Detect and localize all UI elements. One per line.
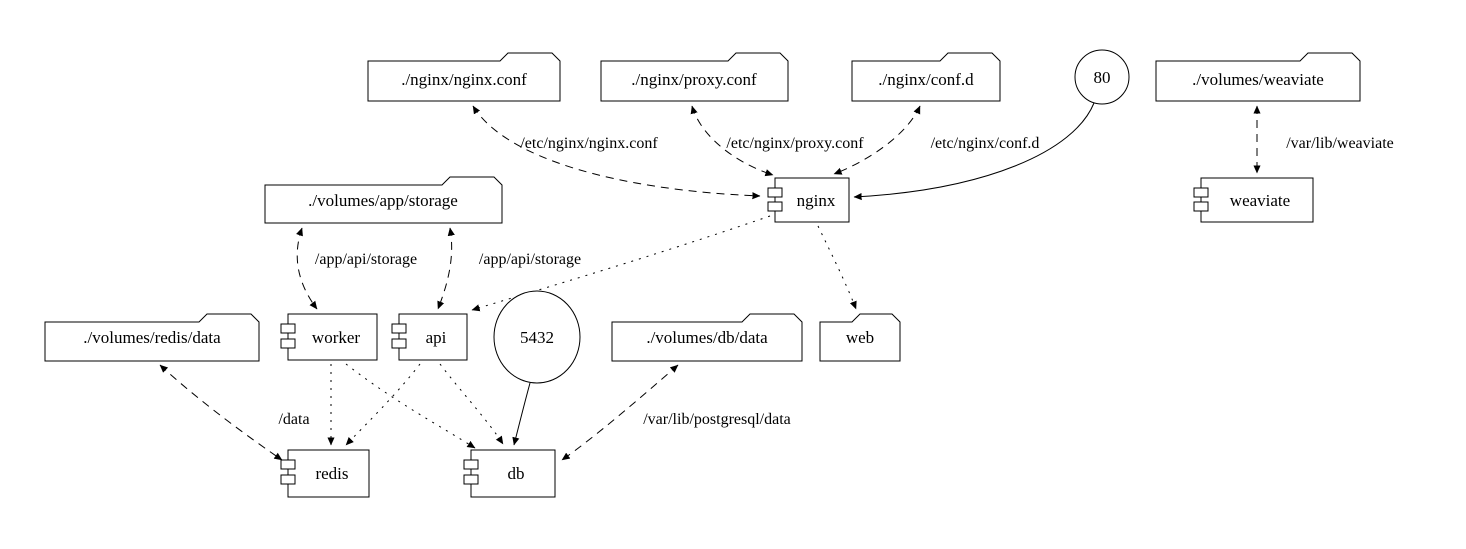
component-tab-icon xyxy=(280,323,296,334)
edge-port80-to-nginx xyxy=(853,102,1095,201)
edges-layer xyxy=(159,102,1261,461)
node-label: worker xyxy=(312,328,360,347)
node-port-80: 80 xyxy=(1074,49,1130,105)
node-label: redis xyxy=(315,464,348,483)
folder-icon xyxy=(44,313,260,362)
component-nodes-layer: nginx weaviate worker api xyxy=(280,177,1314,498)
edge-worker-to-db xyxy=(345,363,476,449)
node-label: db xyxy=(508,464,525,483)
component-tab-icon xyxy=(391,323,407,334)
component-tab-icon xyxy=(280,338,296,349)
edge-label-etc-nginx-conf-d: /etc/nginx/conf.d xyxy=(931,135,1040,152)
folder-icon xyxy=(264,176,503,224)
edge-label-var-lib-weaviate: /var/lib/weaviate xyxy=(1286,135,1394,152)
component-body xyxy=(398,313,468,361)
edge-label-etc-nginx-nginx-conf: /etc/nginx/nginx.conf xyxy=(520,135,658,152)
node-label: weaviate xyxy=(1230,191,1290,210)
component-tab-icon xyxy=(463,474,479,485)
component-body xyxy=(287,313,378,361)
edge-nginx-to-api xyxy=(471,215,771,312)
node-volumes-redis-data: ./volumes/redis/data xyxy=(44,313,260,362)
node-conf-d-dir: ./nginx/conf.d xyxy=(851,52,1001,102)
node-label: 5432 xyxy=(520,328,554,347)
node-label: ./volumes/app/storage xyxy=(308,191,458,210)
node-label: nginx xyxy=(797,191,836,210)
node-volumes-db-data: ./volumes/db/data xyxy=(611,313,803,362)
folder-nodes-layer: ./nginx/nginx.conf ./nginx/proxy.conf ./… xyxy=(44,52,1361,362)
edge-db-data-to-db xyxy=(561,364,679,461)
component-tab-icon xyxy=(280,474,296,485)
node-port-5432: 5432 xyxy=(493,290,581,384)
edge-label-var-lib-postgresql-data: /var/lib/postgresql/data xyxy=(643,411,791,428)
folder-icon xyxy=(851,52,1001,102)
edge-redis-data-to-redis xyxy=(159,364,283,461)
folder-icon xyxy=(1155,52,1361,102)
port-circle-icon xyxy=(1074,49,1130,105)
node-label: ./volumes/redis/data xyxy=(83,328,221,347)
node-api: api xyxy=(391,313,468,361)
node-nginx-conf-file: ./nginx/nginx.conf xyxy=(367,52,561,102)
node-proxy-conf-file: ./nginx/proxy.conf xyxy=(600,52,789,102)
edge-label-app-api-storage-api: /app/api/storage xyxy=(479,251,581,268)
port-circle-icon xyxy=(493,290,581,384)
component-tab-icon xyxy=(767,187,783,198)
node-label: api xyxy=(426,328,447,347)
node-nginx: nginx xyxy=(767,177,850,223)
edge-api-to-db xyxy=(439,363,504,445)
edge-port5432-to-db xyxy=(512,382,531,446)
component-body xyxy=(470,449,556,498)
edge-label-data: /data xyxy=(278,411,309,428)
folder-icon xyxy=(819,313,901,362)
folder-icon xyxy=(367,52,561,102)
port-nodes-layer: 80 5432 xyxy=(493,49,1130,384)
component-body xyxy=(774,177,850,223)
edge-label-app-api-storage-worker: /app/api/storage xyxy=(315,251,417,268)
component-tab-icon xyxy=(1193,201,1209,212)
node-label: ./nginx/conf.d xyxy=(878,70,974,89)
folder-icon xyxy=(600,52,789,102)
component-body xyxy=(1200,177,1314,223)
component-tab-icon xyxy=(280,459,296,470)
node-volumes-app-storage: ./volumes/app/storage xyxy=(264,176,503,224)
node-label: ./nginx/nginx.conf xyxy=(401,70,527,89)
component-body xyxy=(287,449,370,498)
node-worker: worker xyxy=(280,313,378,361)
edge-labels-layer: /etc/nginx/nginx.conf /etc/nginx/proxy.c… xyxy=(278,135,1393,428)
edge-nginx-to-web xyxy=(817,225,857,310)
edge-app-storage-to-worker xyxy=(296,227,318,310)
node-volumes-weaviate: ./volumes/weaviate xyxy=(1155,52,1361,102)
edge-nginx-conf-to-nginx xyxy=(472,105,761,200)
edge-api-to-redis xyxy=(345,363,421,446)
edge-conf-d-to-nginx xyxy=(833,105,921,175)
node-label: ./volumes/db/data xyxy=(646,328,768,347)
edge-app-storage-to-api xyxy=(437,227,455,310)
component-tab-icon xyxy=(1193,187,1209,198)
component-tab-icon xyxy=(767,201,783,212)
node-label: web xyxy=(846,328,874,347)
node-db: db xyxy=(463,449,556,498)
component-tab-icon xyxy=(391,338,407,349)
folder-icon xyxy=(611,313,803,362)
node-weaviate: weaviate xyxy=(1193,177,1314,223)
edge-label-etc-nginx-proxy-conf: /etc/nginx/proxy.conf xyxy=(726,135,864,152)
node-web: web xyxy=(819,313,901,362)
node-label: ./volumes/weaviate xyxy=(1192,70,1324,89)
component-tab-icon xyxy=(463,459,479,470)
node-label: ./nginx/proxy.conf xyxy=(631,70,757,89)
node-redis: redis xyxy=(280,449,370,498)
node-label: 80 xyxy=(1094,68,1111,87)
